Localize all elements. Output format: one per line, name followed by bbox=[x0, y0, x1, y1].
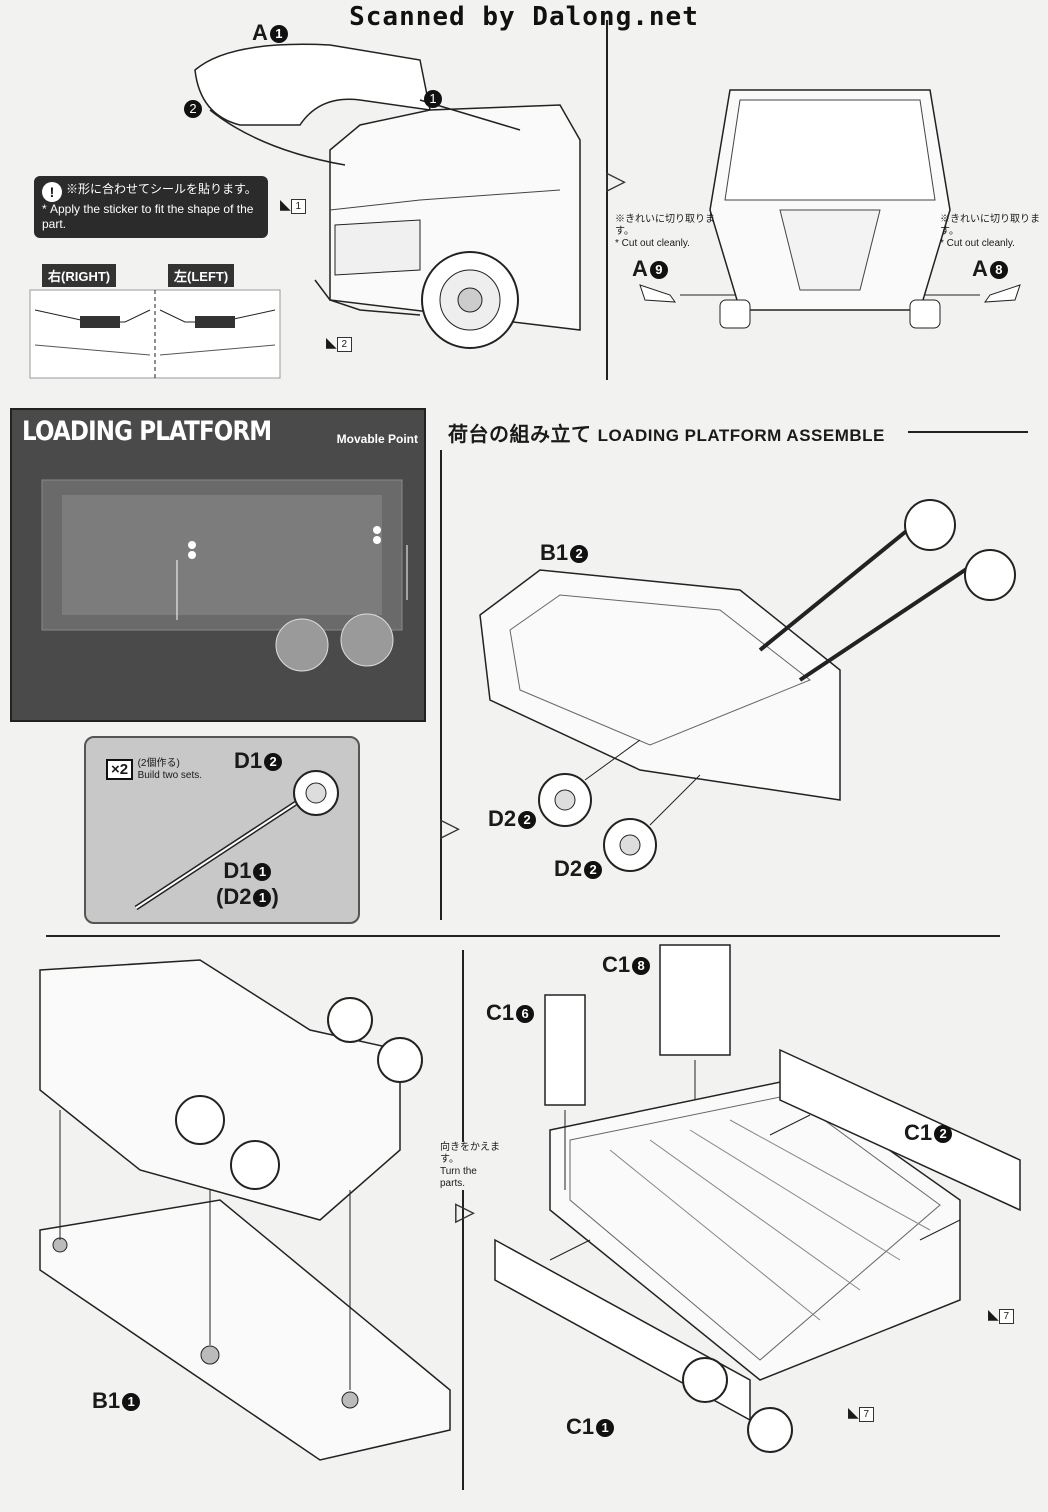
sticker-number: 2 bbox=[336, 337, 352, 352]
part-letter: A bbox=[632, 256, 648, 281]
step-divider bbox=[440, 450, 442, 920]
scan-watermark: Scanned by Dalong.net bbox=[349, 2, 699, 32]
part-letter: C1 bbox=[486, 1000, 515, 1025]
part-number-circle: 9 bbox=[649, 261, 668, 280]
panel-title: LOADING PLATFORM bbox=[22, 416, 272, 447]
section-divider bbox=[46, 935, 1000, 937]
sets-jp: (2個作る) bbox=[137, 758, 180, 769]
movable-point-label: Movable Point bbox=[336, 432, 418, 446]
part-number-circle: 1 bbox=[596, 1419, 615, 1438]
part-letter: D2 bbox=[488, 806, 517, 831]
truck-front-drawing bbox=[639, 89, 1021, 329]
section-title-jp: 荷台の組み立て bbox=[448, 422, 592, 446]
part-letter: C1 bbox=[602, 952, 631, 977]
part-number-circle: 8 bbox=[989, 261, 1008, 280]
next-step-arrow-icon: ▷ bbox=[606, 165, 626, 195]
sticker-ref-1: ◣1 bbox=[280, 196, 306, 214]
section-title-en: LOADING PLATFORM ASSEMBLE bbox=[597, 426, 885, 445]
sticker-ref-7a: ◣7 bbox=[988, 1306, 1014, 1324]
chassis-b11-drawing bbox=[39, 959, 451, 1461]
note-jp: ※形に合わせてシールを貼ります。 bbox=[66, 182, 257, 196]
cut-note-en: * Cut out cleanly. bbox=[615, 238, 690, 249]
multiplier: ×2 bbox=[106, 759, 134, 781]
next-step-arrow-icon: ▷ bbox=[455, 1196, 475, 1226]
part-letter: C1 bbox=[904, 1120, 933, 1145]
right-side-label: 右(RIGHT) bbox=[42, 264, 117, 287]
part-letter: B1 bbox=[540, 540, 569, 565]
movable-point-legend: Movable Point bbox=[337, 432, 418, 446]
sticker-note: ! ※形に合わせてシールを貼ります。 * Apply the sticker to… bbox=[34, 176, 268, 238]
cut-note-right: ※きれいに切り取ります。 * Cut out cleanly. bbox=[940, 214, 1040, 250]
platform-deck-drawing bbox=[494, 944, 1021, 1453]
alt-part-letter: (D2 bbox=[216, 884, 252, 909]
truck-cab-drawing bbox=[194, 43, 581, 349]
grille-sticker-detail bbox=[29, 289, 281, 379]
sticker-number: 1 bbox=[290, 199, 306, 214]
cut-note-jp: ※きれいに切り取ります。 bbox=[940, 214, 1040, 237]
part-letter: B1 bbox=[92, 1388, 121, 1413]
part-number-circle: 2 bbox=[584, 861, 603, 880]
part-letter: A bbox=[972, 256, 988, 281]
next-step-arrow-icon: ▷ bbox=[440, 812, 460, 842]
part-number-circle: 2 bbox=[934, 1125, 953, 1144]
part-number-circle: 6 bbox=[516, 1005, 535, 1024]
part-number-circle: 8 bbox=[632, 957, 651, 976]
axle-wheel-drawing bbox=[134, 770, 339, 911]
sticker-ref-2: ◣2 bbox=[326, 334, 352, 352]
cut-note-left: ※きれいに切り取ります。 * Cut out cleanly. bbox=[615, 214, 715, 250]
turn-parts-note: 向きをかえます。 Turn the parts. bbox=[440, 1142, 500, 1190]
warning-icon: ! bbox=[42, 182, 62, 202]
section-header: 荷台の組み立て LOADING PLATFORM ASSEMBLE bbox=[448, 418, 885, 447]
part-number-circle: 1 bbox=[253, 863, 272, 882]
sticker-ref-7b: ◣7 bbox=[848, 1404, 874, 1422]
loading-platform-panel: LOADING PLATFORM Movable Point bbox=[10, 408, 426, 722]
step-divider bbox=[462, 950, 464, 1490]
sticker-number: 7 bbox=[858, 1407, 874, 1422]
turn-jp: 向きをかえます。 bbox=[440, 1142, 500, 1165]
left-side-label: 左(LEFT) bbox=[168, 264, 235, 287]
note-en: * Apply the sticker to fit the shape of … bbox=[42, 202, 254, 231]
sticker-number: 7 bbox=[998, 1309, 1014, 1324]
part-number-circle: 2 bbox=[518, 811, 537, 830]
part-number-circle: 2 bbox=[264, 753, 283, 772]
part-letter: D2 bbox=[554, 856, 583, 881]
part-number-circle: 1 bbox=[269, 25, 288, 44]
part-number-circle: 2 bbox=[570, 545, 589, 564]
platform-photo bbox=[41, 479, 408, 672]
part-letter: D1 bbox=[223, 858, 252, 883]
part-letter: D1 bbox=[234, 748, 263, 773]
multiplier-badge: ×2 (2個作る) Build two sets. bbox=[106, 758, 202, 782]
cut-note-jp: ※きれいに切り取ります。 bbox=[615, 214, 715, 237]
part-letter: A bbox=[252, 20, 268, 45]
header-rule bbox=[908, 431, 1028, 433]
turn-en: Turn the parts. bbox=[440, 1166, 477, 1189]
step-divider bbox=[606, 20, 608, 380]
chassis-b12-drawing bbox=[479, 499, 1016, 872]
part-letter: C1 bbox=[566, 1414, 595, 1439]
arrow-number-2: 2 bbox=[184, 100, 202, 118]
arrow-number-1: 1 bbox=[424, 90, 442, 108]
part-number-circle: 1 bbox=[253, 889, 272, 908]
sets-en: Build two sets. bbox=[137, 770, 203, 781]
alt-part-close: ) bbox=[271, 884, 279, 909]
part-number-circle: 1 bbox=[122, 1393, 141, 1412]
cut-note-en: * Cut out cleanly. bbox=[940, 238, 1015, 249]
